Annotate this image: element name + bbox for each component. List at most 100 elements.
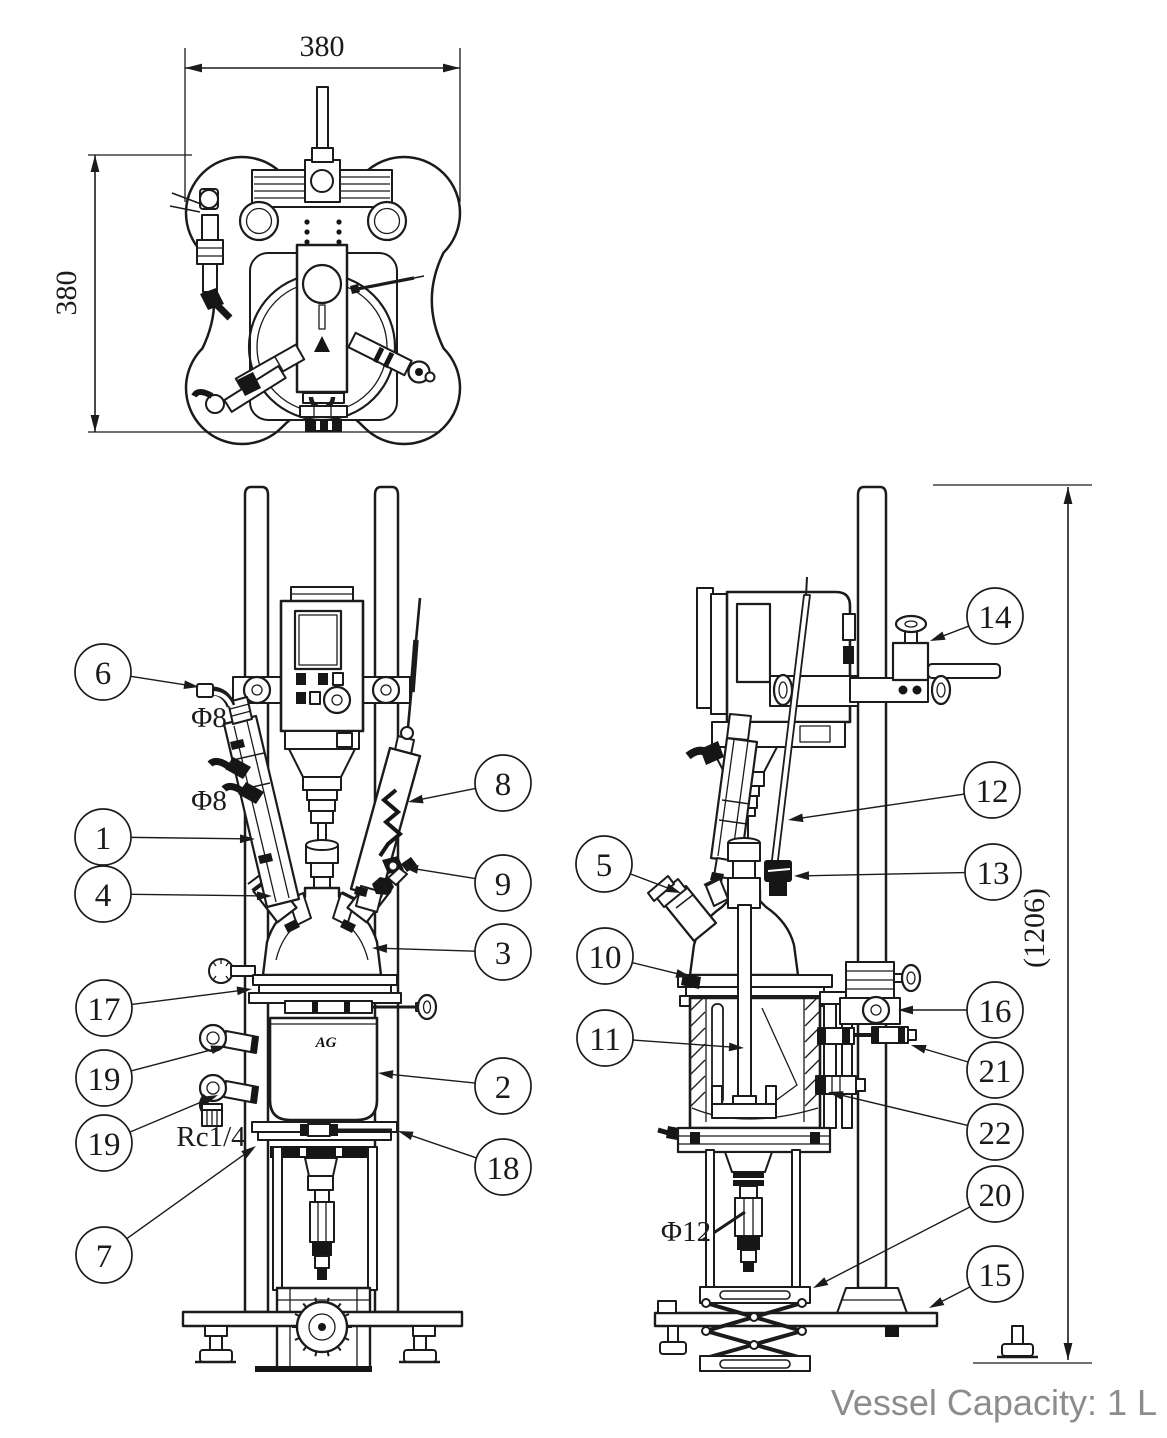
line-art [336, 1148, 342, 1156]
line-art [304, 219, 310, 225]
line-art [371, 675, 401, 705]
line-art [413, 275, 425, 279]
line-art [366, 200, 408, 242]
line-art [721, 799, 751, 805]
callout-number: 11 [589, 1022, 621, 1058]
line-art [191, 389, 214, 399]
line-art [690, 1132, 700, 1144]
line-art [772, 673, 794, 707]
line-art [207, 757, 230, 769]
line-art [308, 799, 336, 812]
callout-4-2: 4 [74, 865, 272, 923]
line-art [403, 1349, 437, 1363]
line-art [843, 646, 854, 664]
leader-arrowhead [788, 813, 804, 823]
leader-line [822, 1206, 971, 1284]
line-art [823, 1003, 837, 1129]
line-art [898, 1027, 905, 1043]
annotation-phi8-top: Φ8 [191, 702, 227, 734]
leader-line [838, 1093, 968, 1127]
callout-number: 9 [495, 867, 512, 903]
line-art [791, 1149, 801, 1291]
line-art [196, 239, 224, 265]
callout-18-11: 18 [398, 1131, 532, 1196]
line-art [301, 263, 343, 305]
line-art [870, 1004, 882, 1016]
callout-number: 22 [979, 1116, 1012, 1152]
callout-circle [74, 808, 132, 866]
annotation-phi12: Φ12 [661, 1216, 711, 1248]
leader-arrowhead [828, 1091, 844, 1100]
handwheel-tooth [314, 1297, 318, 1303]
line-art [703, 877, 719, 886]
line-art [313, 406, 332, 417]
callout-number: 16 [979, 994, 1012, 1030]
vessel-logo: AG [315, 1035, 337, 1051]
line-art [201, 214, 219, 241]
stand-post-side [856, 485, 888, 1290]
line-art [312, 1242, 332, 1256]
line-art [255, 1366, 372, 1372]
line-art [272, 1146, 283, 1291]
line-art [246, 720, 290, 899]
line-art [816, 1076, 826, 1094]
line-art [894, 614, 928, 634]
line-art [657, 1300, 677, 1314]
line-art [842, 613, 856, 641]
callout-number: 10 [589, 940, 622, 976]
line-art [912, 685, 922, 695]
line-art [309, 691, 321, 705]
leader-arrowhead [256, 891, 272, 901]
dimension-arrow [1063, 1343, 1073, 1360]
line-art [206, 1081, 220, 1095]
support-ring [676, 1126, 832, 1154]
callout-number: 19 [88, 1062, 121, 1098]
line-art [678, 1135, 830, 1145]
dimension-arrow [90, 415, 100, 432]
line-art [906, 971, 916, 985]
line-art [314, 1255, 330, 1269]
base-and-jack-front [181, 1286, 464, 1372]
line-art [685, 986, 825, 997]
callout-8-7: 8 [408, 754, 532, 812]
leader-arrowhead [183, 680, 199, 690]
leader-arrowhead [911, 1045, 927, 1054]
leader-line [131, 989, 242, 1006]
leader-line [130, 893, 262, 897]
line-art [743, 1198, 754, 1236]
line-art [341, 891, 357, 900]
line-art [718, 819, 748, 825]
leader-arrowhead [378, 1070, 394, 1079]
callout-5-15: 5 [575, 835, 681, 893]
handwheel-tooth [294, 1336, 300, 1341]
line-art [212, 959, 230, 981]
callout-20-21: 20 [813, 1165, 1024, 1288]
leader-arrowhead [898, 1005, 913, 1015]
line-art [846, 970, 894, 990]
line-art [310, 862, 334, 878]
line-art [251, 684, 263, 696]
callout-circle [575, 835, 633, 893]
bottom-drain-valve [304, 1157, 338, 1280]
anchor-impeller [711, 1103, 777, 1119]
leader-arrowhead [930, 631, 946, 641]
line-art [701, 1326, 711, 1336]
line-art [197, 247, 223, 257]
leader-arrowhead [241, 1146, 256, 1159]
leader-arrowhead [813, 1277, 829, 1288]
line-art [230, 965, 256, 977]
condenser-side [685, 713, 759, 882]
dimension-overall-height: (1206) [933, 484, 1092, 1364]
callout-19-5: 19 [75, 1095, 218, 1172]
leader-arrowhead [408, 794, 424, 804]
line-art [872, 1027, 879, 1043]
line-art [221, 782, 244, 794]
dimension-arrow [443, 63, 460, 73]
line-art [778, 681, 788, 699]
line-art [206, 1031, 220, 1045]
line-art [298, 614, 338, 666]
leader-arrowhead [372, 944, 388, 953]
callout-circle [75, 1226, 133, 1284]
